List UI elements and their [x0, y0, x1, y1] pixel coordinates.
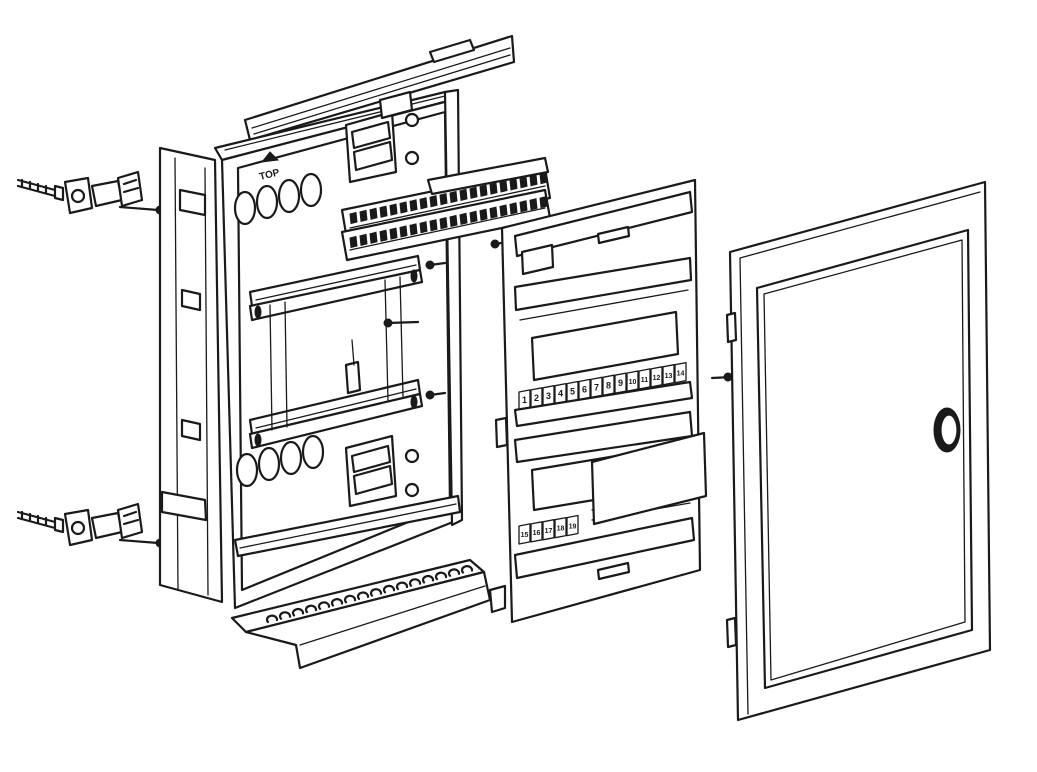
circuit-label-box — [650, 366, 663, 388]
cover-label-window — [520, 243, 555, 276]
circuit-label-number: 15 — [521, 532, 529, 539]
circuit-label-number: 8 — [606, 380, 611, 390]
din-rail-upper — [248, 254, 424, 322]
mounting-hardware-top — [16, 170, 165, 215]
din-rail-lower — [248, 378, 424, 450]
circuit-label-box — [554, 516, 567, 539]
circuit-label-number: 16 — [533, 530, 541, 537]
mounting-bracket-top — [63, 176, 124, 215]
cable-clamp-top — [344, 90, 420, 184]
circuit-label-number: 12 — [653, 375, 661, 382]
door-panel — [725, 180, 992, 722]
circuit-label-box — [542, 519, 555, 541]
screw-middle-right — [383, 318, 420, 328]
circuit-label-box — [638, 368, 651, 390]
mounting-hardware-bottom — [16, 502, 165, 548]
mounting-clip-bottom — [116, 502, 144, 540]
circuit-label-number: 2 — [534, 393, 539, 403]
mounting-screw-bottom — [118, 538, 165, 548]
circuit-label-number: 10 — [629, 379, 637, 386]
door-hinge-top — [725, 311, 738, 344]
knockouts-bottom — [235, 434, 325, 488]
door-lock — [933, 407, 961, 453]
circuit-label-number: 3 — [546, 391, 551, 401]
cover-side-clip — [494, 416, 509, 449]
circuit-label-box — [566, 514, 579, 537]
screw-top-right — [425, 260, 447, 270]
blanking-plate — [590, 431, 708, 526]
mounting-screw-top — [118, 205, 165, 215]
screw-lower-right — [425, 390, 447, 400]
top-marking-label: TOP — [258, 167, 281, 183]
earth-terminal — [344, 360, 362, 395]
top-marking: TOP — [258, 151, 281, 183]
circuit-label-box — [530, 521, 543, 543]
cover-handle-bottom — [596, 561, 631, 581]
circuit-label-box — [518, 523, 531, 545]
circuit-label-number: 6 — [582, 384, 587, 394]
circuit-label-number: 11 — [641, 377, 649, 384]
mounting-clip-top — [116, 170, 144, 208]
screw-door — [710, 372, 734, 382]
wall-plug-top — [16, 178, 65, 202]
circuit-label-number: 5 — [570, 387, 575, 397]
circuit-label-strip-lower: 15 16 17 18 19 — [518, 514, 579, 545]
circuit-label-number: 18 — [557, 526, 565, 533]
circuit-label-number: 19 — [569, 524, 577, 531]
circuit-label-number: 14 — [677, 371, 685, 378]
bottom-cover-strip — [230, 558, 507, 670]
circuit-label-box — [662, 364, 675, 386]
door-hinge-bottom — [725, 616, 738, 649]
knockouts-top — [233, 172, 323, 226]
cover-handle-top — [596, 225, 631, 245]
circuit-label-number: 9 — [618, 378, 623, 388]
circuit-label-number: 4 — [558, 389, 563, 399]
cable-clamp-bottom — [344, 434, 420, 508]
box-side-frame — [158, 146, 224, 604]
circuit-label-box — [626, 370, 639, 392]
mounting-bracket-bottom — [63, 508, 124, 547]
circuit-label-number: 7 — [594, 382, 599, 392]
circuit-label-number: 13 — [665, 373, 673, 380]
circuit-label-number: 1 — [522, 395, 527, 405]
circuit-label-box — [674, 361, 687, 384]
circuit-label-number: 17 — [545, 528, 553, 535]
wall-plug-bottom — [16, 510, 65, 534]
circuit-label-box — [614, 372, 627, 394]
flush-mount-box: TOP — [158, 34, 516, 610]
